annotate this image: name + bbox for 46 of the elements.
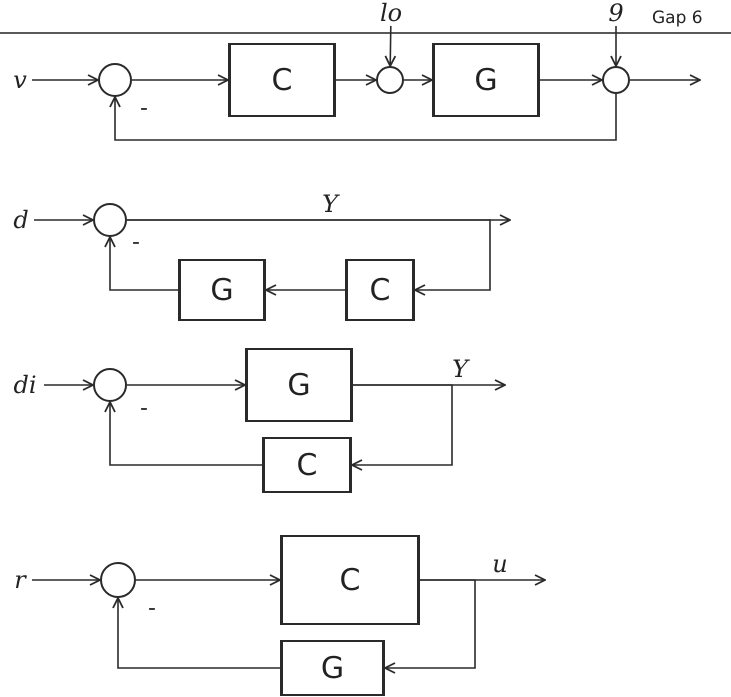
arrow [112, 597, 280, 669]
arrow [136, 574, 281, 586]
arrow [540, 74, 603, 86]
signal-label: lo [376, 0, 406, 26]
transfer-block: G [280, 640, 385, 696]
signal-label: di [6, 371, 44, 399]
transfer-block: C [228, 43, 336, 117]
minus-sign: - [140, 398, 148, 420]
minus-sign: - [140, 98, 148, 120]
summing-junction [93, 368, 127, 402]
arrow [351, 384, 453, 471]
summing-junction [100, 562, 136, 598]
signal-label: d [8, 206, 34, 234]
arrow [32, 574, 101, 586]
arrow [34, 214, 94, 226]
signal-label: v [8, 66, 32, 94]
signal-label: r [8, 566, 32, 594]
arrow [384, 579, 476, 674]
minus-sign: - [132, 232, 140, 254]
arrow [104, 236, 178, 291]
arrow [265, 284, 345, 296]
transfer-block: G [432, 43, 540, 117]
minus-sign: - [148, 598, 156, 620]
transfer-block: C [280, 535, 420, 625]
arrow [630, 74, 701, 86]
summing-junction [98, 63, 132, 97]
transfer-block: G [178, 259, 266, 321]
summing-junction [602, 66, 630, 94]
arrow [127, 379, 246, 391]
arrow [404, 74, 433, 86]
arrow [104, 401, 262, 466]
arrow [44, 379, 94, 391]
summing-junction [376, 66, 404, 94]
arrow [132, 74, 229, 86]
page-note: Gap 6 [652, 10, 703, 27]
transfer-block: C [262, 437, 352, 493]
arrow [336, 74, 377, 86]
arrow [109, 94, 617, 141]
arrow [610, 26, 622, 67]
transfer-block: C [345, 259, 415, 321]
summing-junction [93, 203, 127, 237]
transfer-block: G [245, 348, 353, 422]
arrow [127, 219, 491, 296]
arrow [32, 74, 99, 86]
signal-label: 9 [603, 0, 629, 26]
arrow [384, 26, 396, 67]
